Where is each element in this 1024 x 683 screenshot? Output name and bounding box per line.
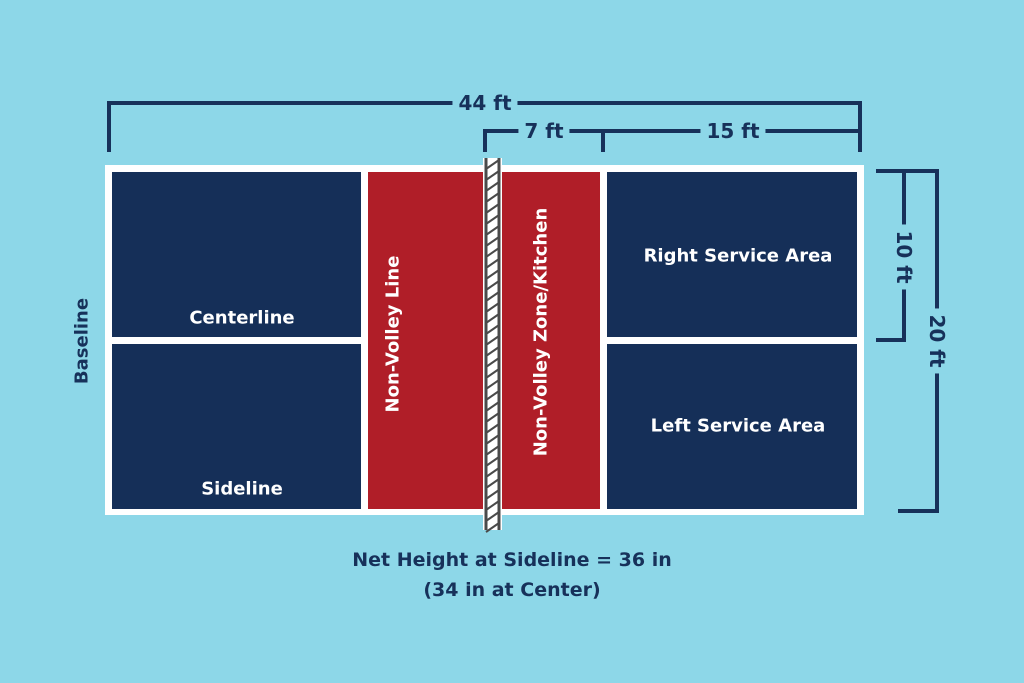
kitchen-label: Non-Volley Zone/Kitchen <box>530 207 552 457</box>
width-label: 20 ft <box>925 308 949 374</box>
service-depth-label: 15 ft <box>700 120 766 142</box>
net-mesh-strand <box>485 434 500 445</box>
net-mesh-strand <box>485 456 500 467</box>
net-mesh-strand <box>485 357 500 368</box>
net-mesh-strand <box>485 324 500 335</box>
net-height-line1: Net Height at Sideline = 36 in <box>352 549 672 571</box>
net-mesh-strand <box>485 346 500 357</box>
left-kitchen <box>368 172 483 509</box>
net-mesh-strand <box>485 511 500 522</box>
net-mesh-strand <box>485 368 500 379</box>
net-mesh-strand <box>485 192 500 203</box>
net-mesh-strand <box>485 467 500 478</box>
net-mesh-strand <box>485 258 500 269</box>
centerline-label: Centerline <box>189 307 295 329</box>
net-mesh-strand <box>485 390 500 401</box>
net-mesh-strand <box>485 489 500 500</box>
right-service-box-bottom <box>607 344 857 509</box>
net-mesh-strand <box>485 302 500 313</box>
net-mesh-strand <box>485 269 500 280</box>
net-mesh-strand <box>485 522 500 533</box>
net-mesh-strand <box>485 214 500 225</box>
left-service-box-bottom <box>112 344 361 509</box>
right-kitchen <box>502 172 600 509</box>
half-width-label: 10 ft <box>892 224 916 290</box>
length-dimension-label: 44 ft <box>452 92 518 114</box>
net-height-line2: (34 in at Center) <box>423 579 601 601</box>
net-mesh-strand <box>485 401 500 412</box>
net-mesh-strand <box>485 247 500 258</box>
net <box>483 158 502 533</box>
net-mesh-strand <box>485 280 500 291</box>
net-mesh-strand <box>485 478 500 489</box>
net-mesh-strand <box>485 379 500 390</box>
net-mesh-strand <box>485 291 500 302</box>
left-service-area-label: Left Service Area <box>650 415 826 437</box>
right-service-area-label: Right Service Area <box>643 245 833 267</box>
net-mesh-strand <box>485 335 500 346</box>
net-mesh-strand <box>485 313 500 324</box>
kitchen-depth-label: 7 ft <box>518 120 570 142</box>
net-mesh-strand <box>485 500 500 511</box>
right-service-box-top <box>607 172 857 337</box>
net-mesh-strand <box>485 423 500 434</box>
non-volley-line-label: Non-Volley Line <box>382 255 404 413</box>
net-mesh-strand <box>485 203 500 214</box>
net-height-caption: Net Height at Sideline = 36 in (34 in at… <box>352 545 672 605</box>
net-mesh-strand <box>485 181 500 192</box>
net-mesh-strand <box>485 170 500 181</box>
net-mesh-strand <box>485 445 500 456</box>
baseline-label: Baseline <box>71 297 93 385</box>
net-mesh-strand <box>485 225 500 236</box>
left-service-box-top <box>112 172 361 337</box>
sideline-label: Sideline <box>201 478 283 500</box>
net-mesh-strand <box>485 159 500 170</box>
net-mesh-strand <box>485 236 500 247</box>
net-mesh-strand <box>485 412 500 423</box>
